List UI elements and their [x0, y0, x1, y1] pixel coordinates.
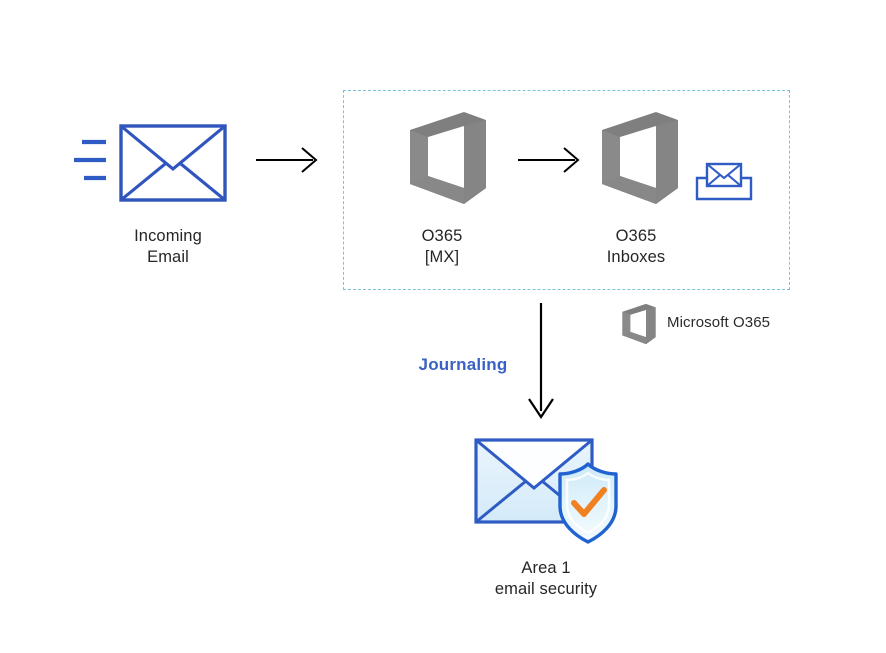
office-365-logo-legend-icon: [619, 303, 659, 345]
journaling-edge-label: Journaling: [418, 355, 508, 374]
o365-mx-label: O365 [MX]: [421, 227, 463, 266]
o365-boundary-box: [343, 90, 790, 290]
area1-email-security-label: Area 1 email security: [494, 559, 598, 598]
envelope-shield-check-icon: [470, 432, 630, 552]
office-365-logo-inboxes-icon: [598, 110, 682, 206]
legend-microsoft-o365-label: Microsoft O365: [667, 314, 771, 331]
o365-inboxes-label: O365 Inboxes: [606, 227, 666, 266]
envelope-with-motion-lines-icon: [72, 120, 232, 210]
inbox-tray-envelope-icon: [694, 158, 754, 204]
arrow-down-journaling-icon: [527, 303, 557, 423]
arrow-right-incoming-to-mx-icon: [256, 145, 322, 175]
office-365-logo-mx-icon: [406, 110, 490, 206]
incoming-email-label: Incoming Email: [134, 227, 202, 266]
arrow-right-mx-to-inboxes-icon: [518, 145, 584, 175]
